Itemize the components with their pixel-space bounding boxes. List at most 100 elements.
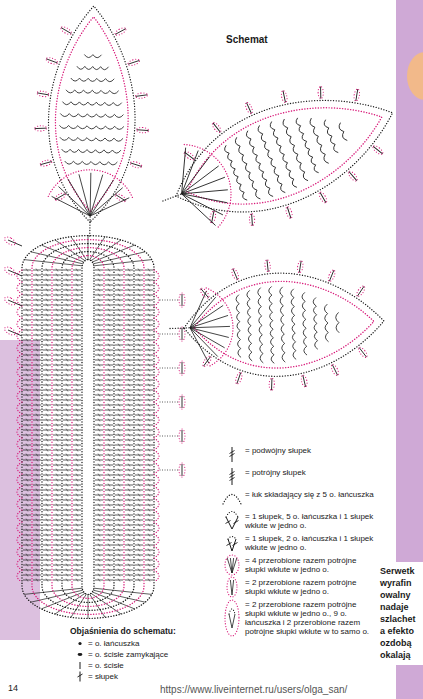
- stitch: [76, 544, 78, 547]
- picot: [347, 170, 359, 182]
- stitch: [43, 335, 51, 336]
- chain-arc: [96, 114, 105, 117]
- stitch: [145, 490, 153, 491]
- stitch: [135, 280, 143, 281]
- stitch: [76, 324, 78, 327]
- stitch: [56, 434, 58, 437]
- stitch: [46, 489, 48, 492]
- stitch: [23, 505, 31, 506]
- stitch: [65, 604, 70, 607]
- stitch: [105, 580, 113, 581]
- stitch: [44, 262, 54, 263]
- stitch: [33, 430, 41, 431]
- stitch: [128, 449, 130, 452]
- stitch: [53, 360, 61, 361]
- stitch: [76, 379, 78, 382]
- stitch: [145, 440, 153, 441]
- stitch: [26, 369, 28, 372]
- chain-arc: [88, 78, 97, 81]
- chain-arc: [79, 78, 88, 81]
- stitch: [23, 320, 31, 321]
- chain-arc: [245, 131, 251, 140]
- stitch: [128, 544, 130, 547]
- stitch: [95, 345, 103, 346]
- stitch: [108, 524, 110, 527]
- picot: [211, 121, 223, 134]
- stitch: [46, 454, 48, 457]
- stitch: [36, 569, 38, 572]
- stitch: [118, 499, 120, 502]
- stitch: [53, 290, 61, 291]
- stitch: [108, 499, 110, 502]
- stitch: [148, 439, 150, 442]
- stitch: [105, 460, 113, 461]
- stitch: [23, 315, 31, 316]
- stitch: [105, 440, 113, 441]
- stitch: [98, 329, 100, 332]
- stitch: [46, 359, 48, 362]
- stitch: [118, 419, 120, 422]
- stitch: [23, 460, 31, 461]
- stitch: [128, 269, 130, 272]
- stitch: [56, 299, 58, 302]
- picot: [318, 191, 329, 204]
- stitch: [148, 519, 150, 522]
- stitch: [36, 324, 38, 327]
- stitch: [108, 579, 110, 582]
- stitch: [98, 269, 100, 272]
- picot: [357, 346, 368, 359]
- stitch: [43, 280, 51, 281]
- stitch: [128, 245, 135, 248]
- stitch: [128, 304, 130, 307]
- stitch: [53, 555, 61, 556]
- chain-arc: [263, 142, 269, 151]
- stitch: [95, 290, 103, 291]
- stitch: [76, 339, 78, 342]
- stitch: [24, 260, 34, 261]
- stitch: [115, 290, 123, 291]
- stitch: [66, 519, 68, 522]
- stitch: [63, 510, 71, 511]
- stitch: [135, 320, 143, 321]
- stitch: [148, 544, 150, 547]
- stitch: [23, 470, 31, 471]
- stitch: [128, 524, 130, 527]
- stitch: [73, 480, 81, 481]
- stitch: [56, 379, 58, 382]
- stitch: [113, 263, 123, 264]
- stitch: [36, 289, 38, 292]
- stitch: [63, 485, 71, 486]
- stitch: [118, 364, 120, 367]
- stitch: [56, 494, 58, 497]
- stitch: [66, 439, 68, 442]
- stitch: [148, 289, 150, 292]
- chart-stroke: [136, 95, 148, 97]
- stitch: [118, 424, 120, 427]
- picot: [179, 429, 185, 443]
- stitch: [26, 304, 28, 307]
- stitch: [118, 279, 120, 282]
- stitch: [46, 384, 48, 387]
- stitch: [26, 399, 28, 402]
- stitch: [145, 310, 153, 311]
- chain-arc: [92, 90, 101, 93]
- stitch: [76, 454, 78, 457]
- stitch: [148, 374, 150, 377]
- stitch: [105, 390, 113, 391]
- picot: [127, 58, 140, 67]
- stitch: [43, 565, 51, 566]
- chain-arc: [270, 312, 273, 321]
- stitch: [43, 400, 51, 401]
- stitch: [36, 449, 38, 452]
- stitch: [105, 370, 113, 371]
- stitch: [73, 545, 81, 546]
- stitch: [23, 325, 31, 326]
- stitch: [66, 279, 68, 282]
- chain-arc: [154, 270, 159, 282]
- chart-stroke: [48, 169, 133, 198]
- stitch: [118, 309, 120, 312]
- stitch: [56, 334, 58, 337]
- stitch: [135, 450, 143, 451]
- chart-stroke: [248, 214, 255, 226]
- stitch: [46, 479, 48, 482]
